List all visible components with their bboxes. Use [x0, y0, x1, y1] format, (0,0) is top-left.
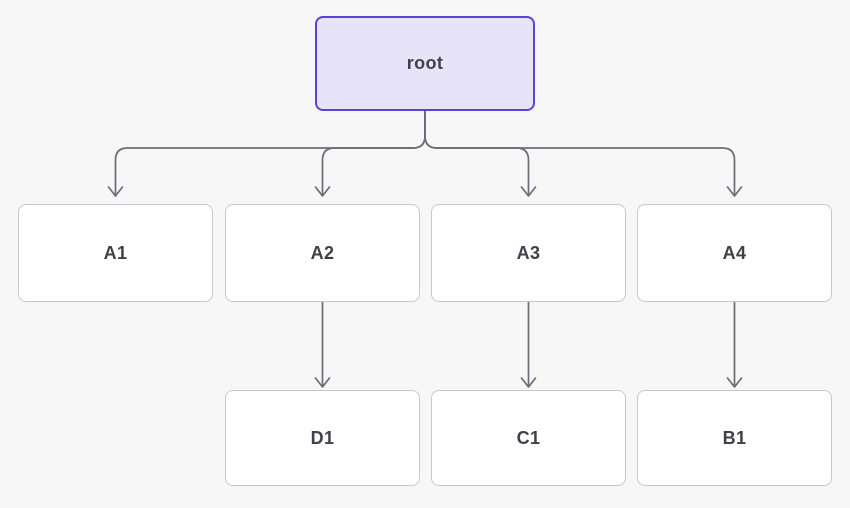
edge-a4-b1	[726, 301, 743, 388]
node-a4-label: A4	[722, 242, 747, 263]
edge-root-a1	[107, 110, 426, 197]
node-a3: A3	[431, 204, 626, 302]
node-b1-label: B1	[722, 427, 747, 448]
node-d1-label: D1	[310, 427, 335, 448]
node-a1: A1	[18, 204, 213, 302]
edge-root-a4	[424, 110, 743, 197]
node-a1-label: A1	[103, 242, 128, 263]
node-c1: C1	[431, 390, 626, 486]
edge-root-a2	[314, 110, 426, 197]
node-a3-label: A3	[516, 242, 541, 263]
node-a2: A2	[225, 204, 420, 302]
node-b1: B1	[637, 390, 832, 486]
edge-a2-d1	[314, 301, 331, 388]
edge-a3-c1	[520, 301, 537, 388]
node-a2-label: A2	[310, 242, 335, 263]
node-root: root	[315, 16, 535, 111]
node-a4: A4	[637, 204, 832, 302]
node-d1: D1	[225, 390, 420, 486]
node-root-label: root	[406, 53, 444, 73]
edge-root-a3	[424, 110, 537, 197]
node-c1-label: C1	[516, 427, 541, 448]
